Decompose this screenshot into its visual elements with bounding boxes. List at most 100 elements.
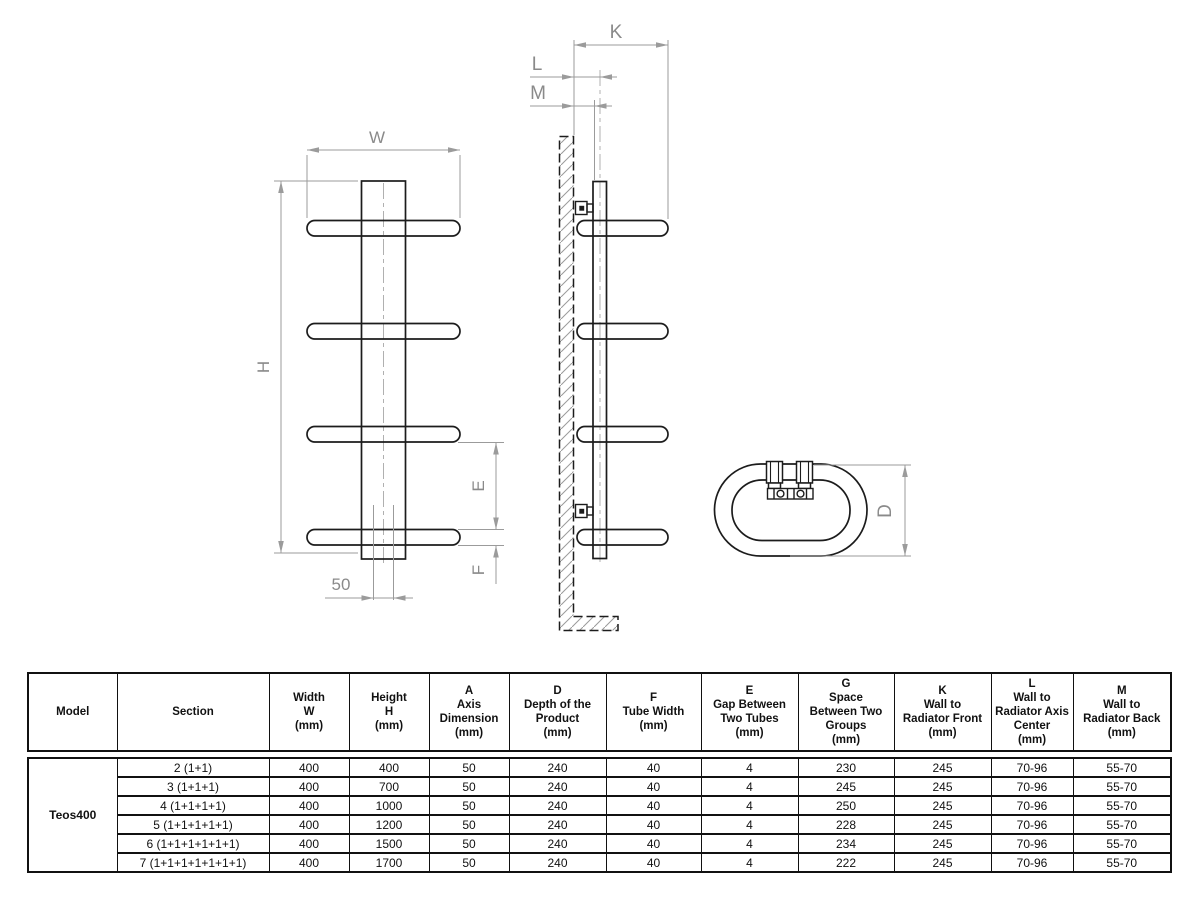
value-cell-4: 40 [605,795,702,816]
value-cell-0: 400 [268,852,350,873]
value-cell-5: 4 [700,757,799,778]
wall-section [558,135,619,632]
value-cell-4: 40 [605,776,702,797]
section-cell: 2 (1+1) [116,757,270,778]
value-cell-0: 400 [268,757,350,778]
value-cell-1: 400 [348,757,430,778]
section-cell: 5 (1+1+1+1+1) [116,814,270,835]
value-cell-6: 234 [797,833,895,854]
value-cell-7: 245 [893,757,992,778]
value-cell-4: 40 [605,833,702,854]
section-cell: 4 (1+1+1+1) [116,795,270,816]
bar-loop-outer [713,463,868,557]
width-dimension [306,149,461,218]
value-cell-8: 70-96 [990,776,1074,797]
section-cell: 7 (1+1+1+1+1+1+1) [116,852,270,873]
value-cell-8: 70-96 [990,795,1074,816]
drawing-views: W H E F [254,22,911,632]
value-cell-5: 4 [700,795,799,816]
value-cell-1: 700 [348,776,430,797]
towel-bar [306,425,461,443]
towel-bar-side [576,219,669,237]
value-cell-3: 240 [508,833,607,854]
column-header-2: Width W (mm) [268,672,350,752]
wall-to-front-dimension-label: K [610,22,623,43]
value-cell-6: 228 [797,814,895,835]
wall-to-back-dimension-label: M [530,83,546,104]
value-cell-2: 50 [428,833,510,854]
value-cell-9: 55-70 [1072,757,1172,778]
value-cell-2: 50 [428,795,510,816]
towel-bar [306,322,461,340]
column-header-8: G Space Between Two Groups (mm) [797,672,895,752]
radiator-column [360,180,407,560]
value-cell-7: 245 [893,833,992,854]
section-cell: 6 (1+1+1+1+1+1) [116,833,270,854]
value-cell-2: 50 [428,757,510,778]
value-cell-0: 400 [268,814,350,835]
towel-bar [306,219,461,237]
section-cell: 3 (1+1+1) [116,776,270,797]
column-header-9: K Wall to Radiator Front (mm) [893,672,992,752]
gap-dimension [458,442,504,530]
value-cell-2: 50 [428,852,510,873]
towel-bar-side [576,425,669,443]
value-cell-5: 4 [700,814,799,835]
value-cell-6: 230 [797,757,895,778]
value-cell-3: 240 [508,757,607,778]
value-cell-3: 240 [508,776,607,797]
value-cell-9: 55-70 [1072,833,1172,854]
value-cell-8: 70-96 [990,814,1074,835]
value-cell-8: 70-96 [990,757,1074,778]
mounting-bracket [574,200,594,216]
value-cell-6: 222 [797,852,895,873]
value-cell-7: 245 [893,795,992,816]
top-view-drawing: D [713,460,911,557]
wall-to-axis-dimension-label: L [532,54,543,75]
height-dimension [274,180,358,554]
column-header-7: E Gap Between Two Tubes (mm) [700,672,799,752]
towel-bar-side [576,528,669,546]
value-cell-9: 55-70 [1072,852,1172,873]
mounting-bracket [574,503,594,519]
value-cell-5: 4 [700,852,799,873]
value-cell-1: 1500 [348,833,430,854]
radiator-tube [592,180,608,560]
value-cell-2: 50 [428,776,510,797]
width-dimension-label: W [369,128,385,147]
height-dimension-label: H [254,361,273,373]
tube-width-dimension-label: F [469,565,488,575]
value-cell-1: 1000 [348,795,430,816]
value-cell-7: 245 [893,852,992,873]
value-cell-3: 240 [508,795,607,816]
value-cell-5: 4 [700,833,799,854]
bar-loop-inner [731,479,851,542]
value-cell-4: 40 [605,852,702,873]
value-cell-9: 55-70 [1072,776,1172,797]
value-cell-2: 50 [428,814,510,835]
value-cell-4: 40 [605,757,702,778]
column-header-3: Height H (mm) [348,672,430,752]
column-header-6: F Tube Width (mm) [605,672,702,752]
value-cell-7: 245 [893,814,992,835]
model-cell: Teos400 [27,757,118,873]
column-header-11: M Wall to Radiator Back (mm) [1072,672,1172,752]
depth-dimension [790,464,911,557]
value-cell-3: 240 [508,852,607,873]
value-cell-1: 1200 [348,814,430,835]
tube-stub [795,460,814,490]
gap-dimension-label: E [469,480,488,491]
value-cell-8: 70-96 [990,852,1074,873]
column-header-4: A Axis Dimension (mm) [428,672,510,752]
side-view-drawing: K L M [530,22,669,632]
value-cell-5: 4 [700,776,799,797]
